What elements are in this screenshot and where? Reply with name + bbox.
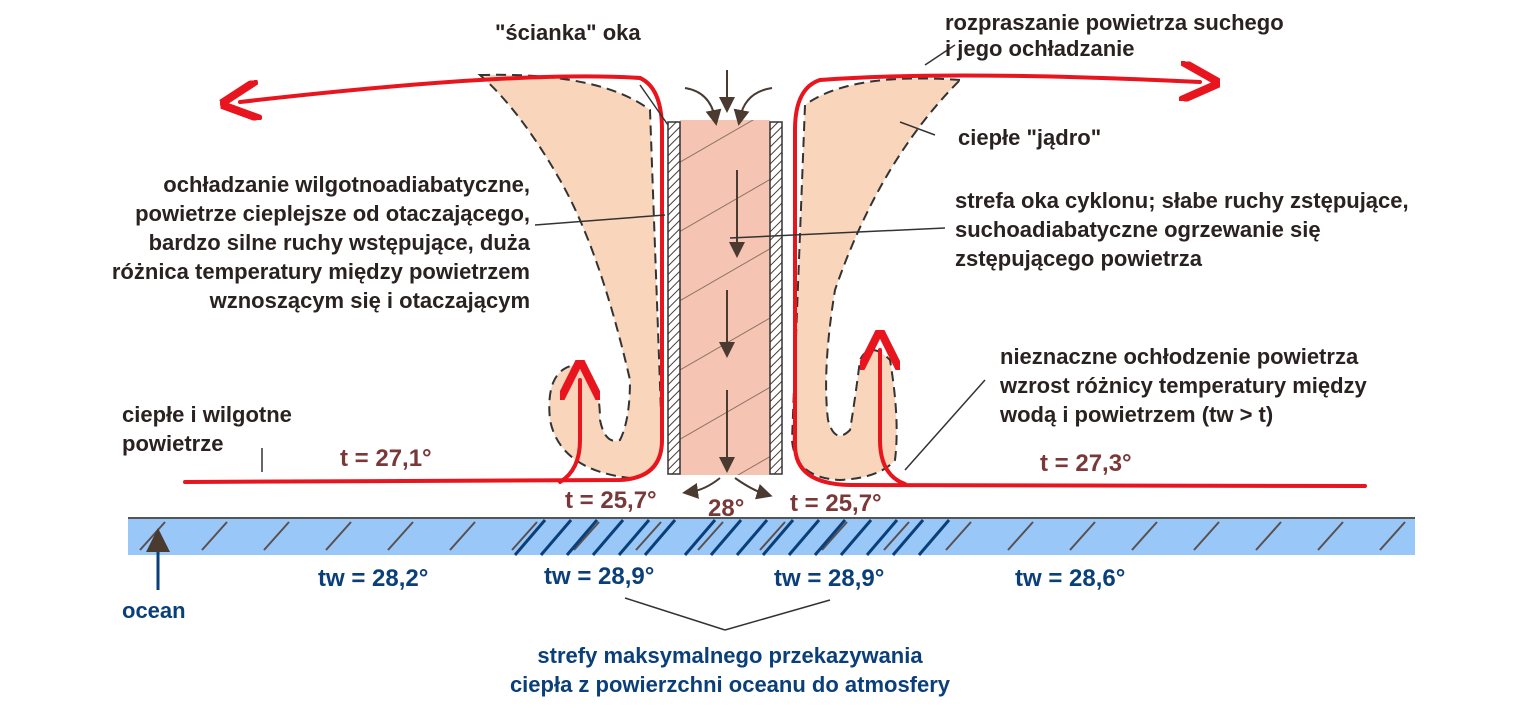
water-temp-far-right: tw = 28,6° bbox=[1015, 565, 1126, 592]
heat-transfer-zone-mark bbox=[617, 519, 651, 556]
heat-transfer-zone-mark bbox=[735, 519, 769, 556]
ocean-hatch-mark bbox=[1255, 521, 1282, 551]
moist-line-2: powietrze cieplejsze od otaczającego, bbox=[135, 201, 530, 226]
warm-moist-air-label: ciepłe i wilgotne powietrze bbox=[122, 400, 292, 458]
dispersal-line-1: rozpraszanie powietrza suchego bbox=[945, 10, 1284, 35]
ocean-hatch-mark bbox=[1317, 521, 1344, 551]
ocean-hatch-mark bbox=[325, 521, 352, 551]
heat-transfer-zone-mark bbox=[539, 519, 573, 556]
ocean-hatch-mark bbox=[511, 521, 538, 551]
right-eye-wall bbox=[769, 121, 783, 475]
air-temp-right-outer: t = 27,3° bbox=[1040, 450, 1132, 477]
moist-line-5: wznoszącym się i otaczającym bbox=[209, 288, 530, 313]
heat-transfer-zone-mark bbox=[865, 519, 899, 556]
ocean-hatch-mark bbox=[1069, 521, 1096, 551]
air-temp-right-inner: t = 25,7° bbox=[790, 490, 882, 517]
heat-transfer-zone-mark bbox=[813, 519, 847, 556]
left-eye-wall bbox=[667, 121, 681, 475]
air-temp-left-outer: t = 27,1° bbox=[340, 445, 432, 472]
right-warm-air-funnel bbox=[790, 77, 963, 482]
ocean-hatch-mark bbox=[1007, 521, 1034, 551]
heat-transfer-zone-mark bbox=[787, 519, 821, 556]
cooling-line-3: wodą i powietrzem (tw > t) bbox=[1000, 402, 1274, 427]
heat-transfer-zone-mark bbox=[709, 519, 743, 556]
dispersal-label: rozpraszanie powietrza suchego i jego oc… bbox=[945, 10, 1284, 62]
eye-zone-label: strefa oka cyklonu; słabe ruchy zstępują… bbox=[955, 186, 1409, 273]
max-transfer-line-1: strefy maksymalnego przekazywania bbox=[537, 643, 923, 668]
air-temp-eye: 28° bbox=[708, 495, 745, 522]
heat-transfer-zone-mark bbox=[891, 519, 925, 556]
ocean-hatch-mark bbox=[387, 521, 414, 551]
moist-adiabatic-label: ochładzanie wilgotnoadiabatyczne, powiet… bbox=[20, 170, 530, 315]
ocean-hatch-mark bbox=[759, 521, 786, 551]
heat-transfer-zone-mark bbox=[761, 519, 795, 556]
moist-line-4: różnica temperatury między powietrzem bbox=[111, 259, 530, 284]
warm-moist-line-1: ciepłe i wilgotne bbox=[122, 402, 292, 427]
heat-transfer-zone-mark bbox=[683, 519, 717, 556]
ocean-hatch-mark bbox=[449, 521, 476, 551]
right-outflow-arrow bbox=[818, 75, 1200, 82]
warm-moist-line-2: powietrze bbox=[122, 431, 224, 456]
ocean-hatch-mark bbox=[821, 521, 848, 551]
heat-transfer-zone-mark bbox=[591, 519, 625, 556]
eye-zone-line-2: suchoadiabatyczne ogrzewanie się bbox=[955, 217, 1321, 242]
eye-zone-line-3: zstępującego powietrza bbox=[955, 246, 1202, 271]
heat-transfer-zone-mark bbox=[565, 519, 599, 556]
slight-cooling-label: nieznaczne ochłodzenie powietrza wzrost … bbox=[1000, 342, 1367, 429]
ocean-hatch-mark bbox=[263, 521, 290, 551]
ocean-label: ocean bbox=[122, 598, 186, 623]
heat-transfer-zone-mark bbox=[917, 519, 951, 556]
ocean-hatch-mark bbox=[1131, 521, 1158, 551]
ocean-hatch-mark bbox=[1193, 521, 1220, 551]
warm-core-label: ciepłe "jądro" bbox=[958, 125, 1102, 150]
right-small-updraft bbox=[880, 350, 907, 486]
max-transfer-line-2: ciepła z powierzchni oceanu do atmosfery bbox=[509, 672, 951, 697]
moist-line-1: ochładzanie wilgotnoadiabatyczne, bbox=[163, 172, 530, 197]
water-temp-right: tw = 28,9° bbox=[774, 565, 885, 592]
ocean-hatch-mark bbox=[697, 521, 724, 551]
eye-wall-label: "ścianka" oka bbox=[495, 20, 641, 45]
left-updraft-line bbox=[183, 76, 664, 484]
moist-line-3: bardzo silne ruchy wstępujące, duża bbox=[148, 230, 530, 255]
water-temp-far-left: tw = 28,2° bbox=[318, 565, 429, 592]
cooling-line-1: nieznaczne ochłodzenie powietrza bbox=[1000, 344, 1359, 369]
air-temp-left-inner: t = 25,7° bbox=[565, 487, 657, 514]
ocean-hatch-mark bbox=[945, 521, 972, 551]
max-transfer-label: strefy maksymalnego przekazywania ciepła… bbox=[400, 641, 1060, 699]
heat-transfer-zone-mark bbox=[643, 519, 677, 556]
ocean-hatch-mark bbox=[1379, 521, 1406, 551]
right-updraft-line bbox=[793, 78, 1367, 488]
eye-zone-line-1: strefa oka cyklonu; słabe ruchy zstępują… bbox=[955, 188, 1409, 213]
left-outflow-arrow bbox=[240, 74, 642, 102]
ocean-hatch-mark bbox=[201, 521, 228, 551]
heat-transfer-zone-mark bbox=[839, 519, 873, 556]
heat-transfer-zone-mark bbox=[513, 519, 547, 556]
dispersal-line-2: i jego ochładzanie bbox=[945, 36, 1135, 61]
left-small-updraft bbox=[558, 380, 580, 484]
water-temp-left: tw = 28,9° bbox=[544, 563, 655, 590]
ocean-hatch-mark bbox=[883, 521, 910, 551]
cooling-line-2: wzrost różnicy temperatury między bbox=[1000, 373, 1367, 398]
ocean-hatch-mark bbox=[573, 521, 600, 551]
ocean-hatch-mark bbox=[635, 521, 662, 551]
